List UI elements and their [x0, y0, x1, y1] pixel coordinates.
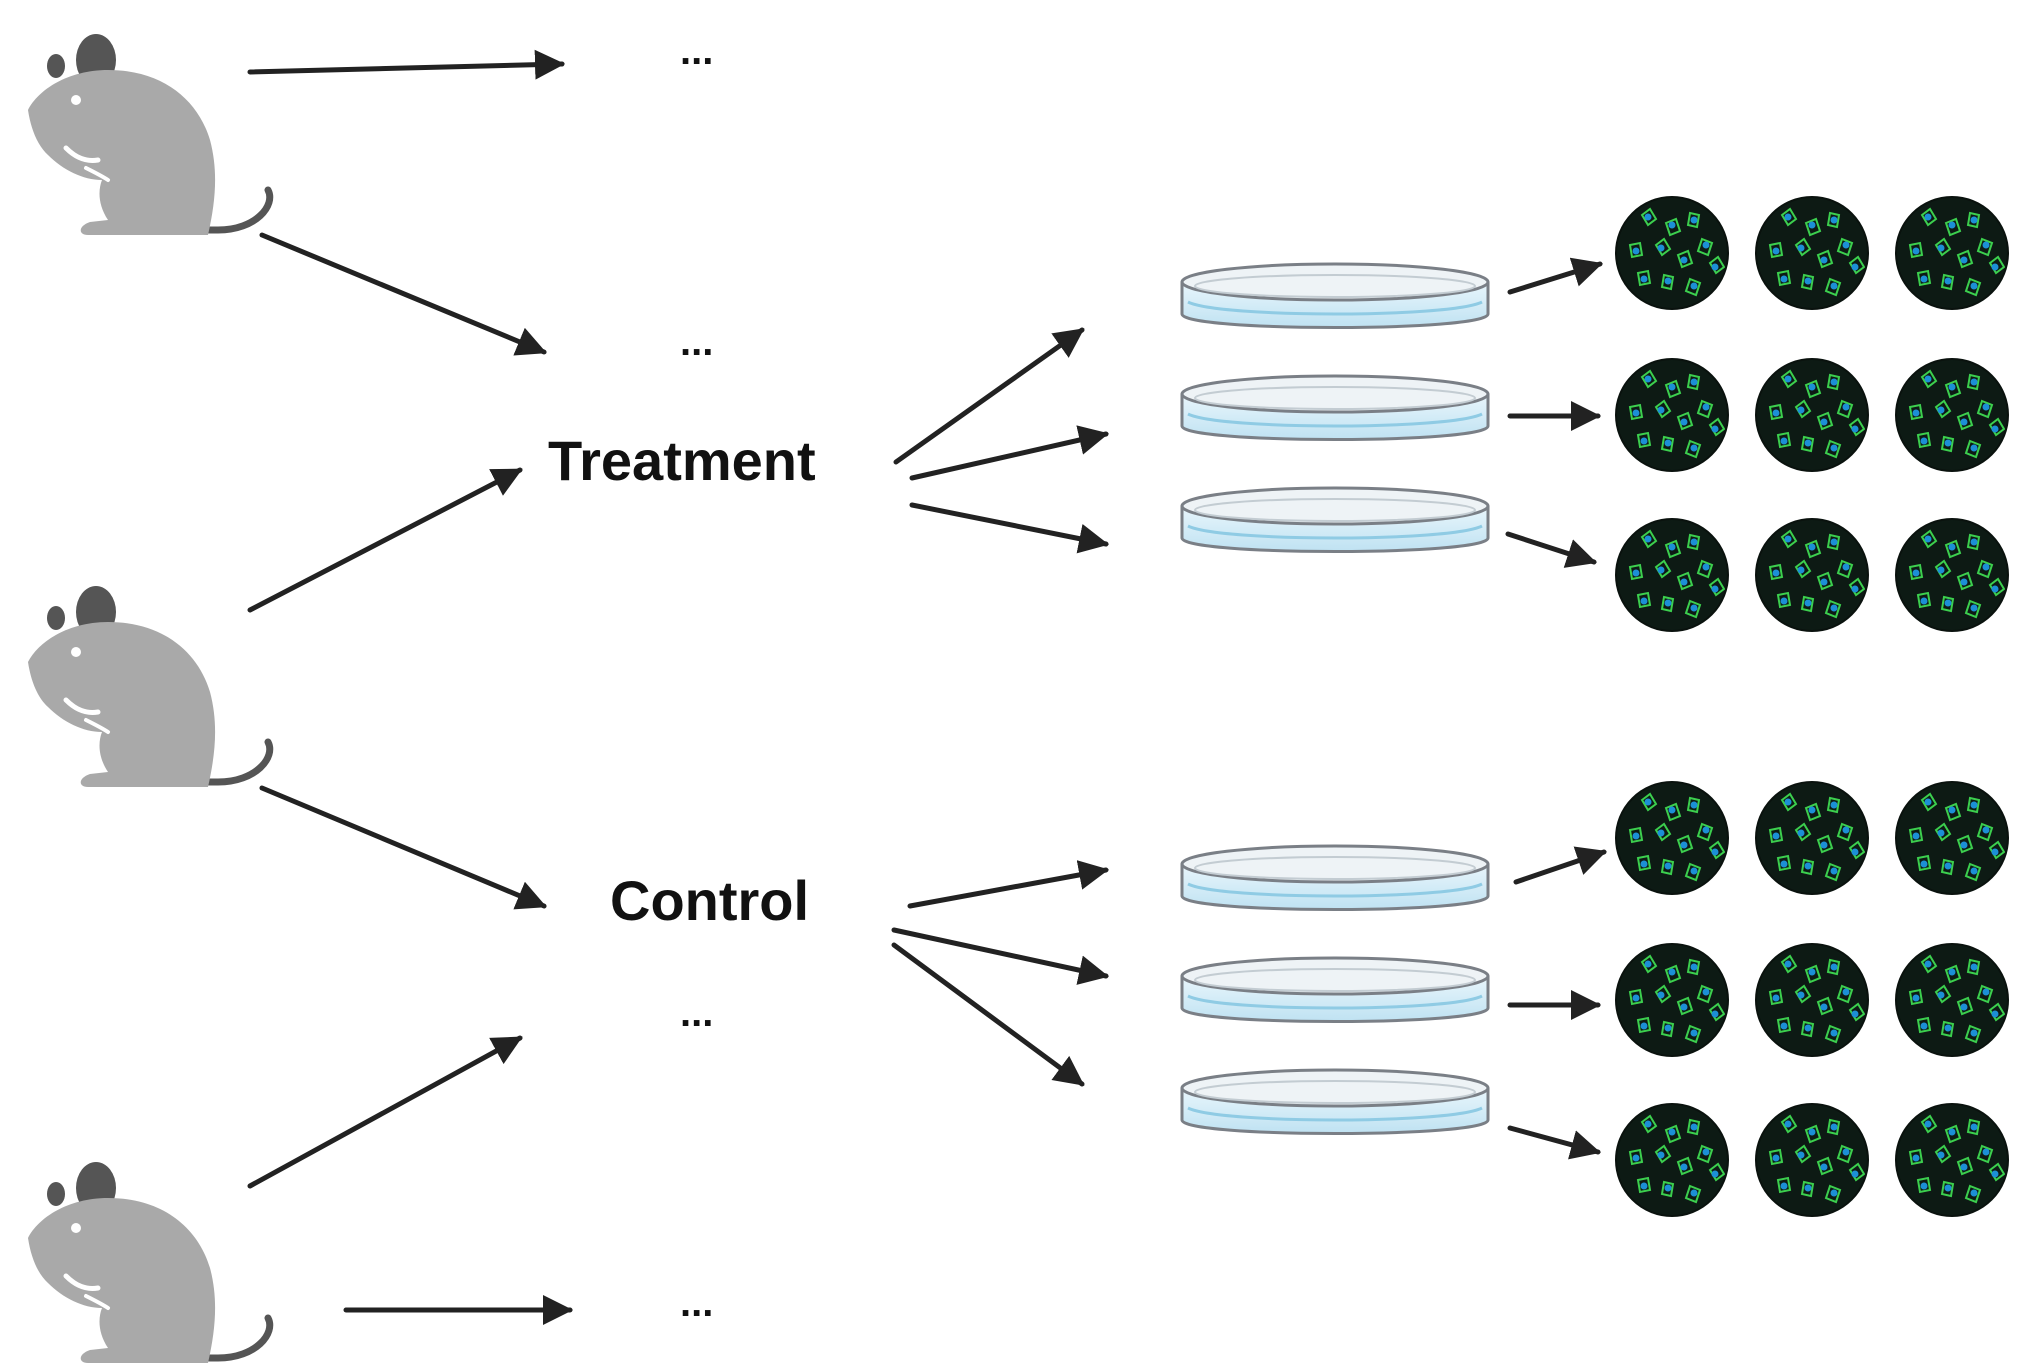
control-petri-dish-icon-1	[1180, 844, 1490, 911]
control-fluorescence-micrograph-icon-1-1	[1615, 781, 1729, 895]
treatment-fluorescence-micrograph-icon-1-2	[1755, 196, 1869, 310]
flow-arrow-15	[1505, 531, 1597, 568]
flow-arrow-2	[259, 232, 547, 356]
flow-arrow-7	[893, 327, 1085, 465]
flow-arrow-12	[891, 942, 1085, 1087]
control-label: Control	[610, 869, 809, 932]
control-fluorescence-micrograph-icon-1-2	[1755, 781, 1869, 895]
flow-arrow-11	[891, 927, 1109, 985]
treatment-petri-dish-icon-2	[1180, 374, 1490, 441]
treatment-fluorescence-micrograph-icon-2-1	[1615, 358, 1729, 472]
control-fluorescence-micrograph-icon-3-1	[1615, 1103, 1729, 1217]
control-fluorescence-micrograph-icon-2-3	[1895, 943, 2009, 1057]
flow-arrow-18	[1507, 1125, 1601, 1160]
ellipsis-4: ...	[680, 1281, 713, 1325]
flow-arrow-10	[907, 860, 1109, 909]
treatment-fluorescence-micrograph-icon-3-2	[1755, 518, 1869, 632]
treatment-petri-dish-icon-1	[1180, 262, 1490, 329]
treatment-fluorescence-micrograph-icon-2-3	[1895, 358, 2009, 472]
flow-arrow-13	[1507, 257, 1603, 295]
control-petri-dish-icon-3	[1180, 1068, 1490, 1135]
ellipsis-1: ...	[680, 29, 713, 73]
mouse-icon-3	[28, 1162, 270, 1363]
treatment-fluorescence-micrograph-icon-3-3	[1895, 518, 2009, 632]
treatment-fluorescence-micrograph-icon-1-3	[1895, 196, 2009, 310]
control-fluorescence-micrograph-icon-3-3	[1895, 1103, 2009, 1217]
ellipsis-2: ...	[680, 320, 713, 364]
control-petri-dish-icon-2	[1180, 956, 1490, 1023]
treatment-petri-dish-icon-3	[1180, 486, 1490, 553]
treatment-fluorescence-micrograph-icon-1-1	[1615, 196, 1729, 310]
flow-arrow-9	[909, 502, 1109, 554]
flow-arrow-5	[247, 1035, 523, 1189]
mouse-icon-1	[28, 34, 270, 235]
flow-arrow-3	[247, 467, 523, 613]
control-fluorescence-micrograph-icon-1-3	[1895, 781, 2009, 895]
flow-arrow-1	[247, 49, 565, 80]
treatment-fluorescence-micrograph-icon-2-2	[1755, 358, 1869, 472]
flow-arrow-16	[1513, 846, 1607, 885]
treatment-label: Treatment	[548, 429, 816, 492]
flow-arrow-8	[909, 425, 1109, 481]
control-fluorescence-micrograph-icon-2-2	[1755, 943, 1869, 1057]
treatment-fluorescence-micrograph-icon-3-1	[1615, 518, 1729, 632]
mouse-icon-2	[28, 586, 270, 787]
flow-arrow-4	[259, 785, 547, 910]
control-fluorescence-micrograph-icon-3-2	[1755, 1103, 1869, 1217]
control-fluorescence-micrograph-icon-2-1	[1615, 943, 1729, 1057]
ellipsis-3: ...	[680, 991, 713, 1035]
